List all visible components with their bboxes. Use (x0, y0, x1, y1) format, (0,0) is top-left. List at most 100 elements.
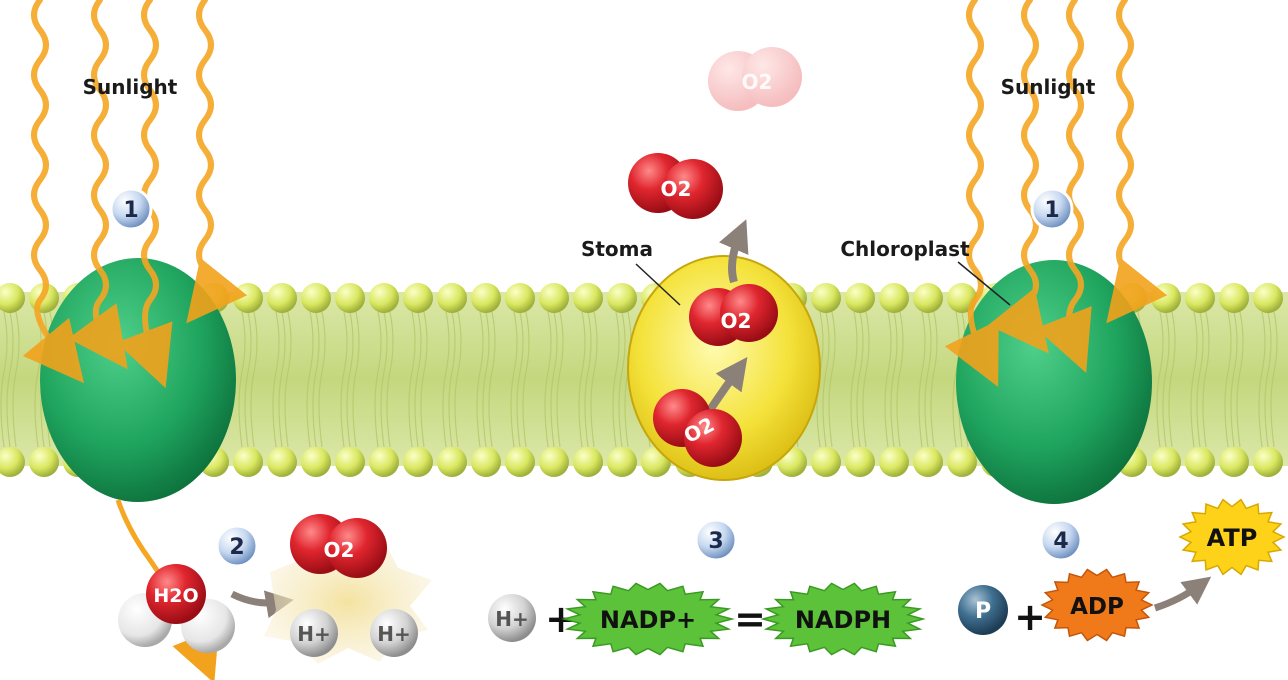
lipid-tail (544, 311, 552, 448)
lipid-head (1219, 283, 1249, 313)
lipid-head (267, 283, 297, 313)
svg-text:2: 2 (229, 535, 244, 560)
lipid-head (301, 283, 331, 313)
lipid-head (539, 447, 569, 477)
svg-text:NADP+: NADP+ (600, 606, 696, 634)
svg-text:3: 3 (708, 529, 723, 554)
adp-burst: ADP (1040, 568, 1154, 642)
lipid-head (437, 447, 467, 477)
lipid-tail (238, 311, 246, 448)
lipid-tail (346, 311, 354, 448)
lipid-tail (488, 311, 496, 448)
lipid-tail (930, 311, 938, 448)
svg-text:O2: O2 (742, 70, 773, 94)
lipid-head (403, 283, 433, 313)
stoma-exit-arrow (718, 219, 749, 284)
lipid-head (811, 283, 841, 313)
lipid-tail (822, 311, 830, 448)
svg-text:1: 1 (123, 198, 138, 223)
lipid-tail (884, 311, 892, 448)
svg-text:O2: O2 (721, 309, 752, 333)
lipid-tail (244, 311, 252, 448)
lipid-head (471, 447, 501, 477)
stoma-label: Stoma (581, 237, 653, 261)
sunlight-label-left: Sunlight (83, 75, 178, 99)
lipid-head (879, 283, 909, 313)
o2-molecule-split: O2 (290, 514, 387, 578)
lipid-head (1219, 447, 1249, 477)
lipid-tail (1230, 311, 1238, 448)
hydrogen-ion-right: H+ (370, 609, 418, 657)
lipid-head (573, 283, 603, 313)
lipid-tail (856, 311, 864, 448)
step-badge-4: 4 (1039, 518, 1083, 562)
svg-text:H+: H+ (297, 622, 331, 646)
svg-text:4: 4 (1053, 529, 1068, 554)
lipid-head (471, 283, 501, 313)
hydrogen-ion-equation: H+ (488, 594, 536, 642)
lipid-tail (1168, 311, 1176, 448)
lipid-tail (476, 311, 484, 448)
lipid-head (811, 447, 841, 477)
lipid-tail (550, 311, 558, 448)
lipid-tail (386, 311, 394, 448)
svg-text:O2: O2 (324, 538, 355, 562)
lipid-head (607, 283, 637, 313)
lipid-head (573, 447, 603, 477)
lipid-tail (442, 311, 450, 448)
stoma-rise-arrow (706, 357, 748, 413)
lipid-head (1151, 447, 1181, 477)
chloroplast-right (956, 260, 1152, 504)
lipid-tail (1190, 311, 1198, 448)
lipid-tail (312, 311, 320, 448)
lipid-tail (454, 311, 462, 448)
lipid-tail (918, 311, 926, 448)
lipid-head (0, 447, 25, 477)
lipid-tail (850, 311, 858, 448)
hydrogen-ion-left: H+ (290, 609, 338, 657)
lipid-head (1151, 283, 1181, 313)
lipid-head (233, 283, 263, 313)
svg-text:H+: H+ (377, 622, 411, 646)
lipid-head (1185, 447, 1215, 477)
lipid-tail (510, 311, 518, 448)
stoma-leader-line (635, 263, 681, 306)
sunlight-label-right: Sunlight (1001, 75, 1096, 99)
lipid-tail (306, 311, 314, 448)
lipid-tail (352, 311, 360, 448)
step-badge-3: 3 (694, 518, 738, 562)
lipid-tail (340, 311, 348, 448)
lipid-tail (250, 311, 258, 448)
nadph-burst: NADPH (760, 582, 926, 656)
lipid-tail (1196, 311, 1204, 448)
svg-text:ADP: ADP (1070, 594, 1124, 620)
lipid-tail (6, 311, 14, 448)
lipid-tail (1156, 311, 1164, 448)
lipid-head (947, 447, 977, 477)
lipid-head (267, 447, 297, 477)
lipid-tail (284, 311, 292, 448)
lipid-tail (590, 311, 598, 448)
lipid-tail (578, 311, 586, 448)
lipid-tail (896, 311, 904, 448)
lipid-head (879, 447, 909, 477)
lipid-head (913, 447, 943, 477)
step-badge-1-right: 1 (1030, 187, 1074, 231)
lipid-tail (374, 311, 382, 448)
lipid-tail (522, 311, 530, 448)
lipid-head (335, 447, 365, 477)
lipid-tail (890, 311, 898, 448)
o2-molecule-faded: O2 (708, 47, 802, 111)
lipid-tail (1264, 311, 1272, 448)
lipid-head (845, 447, 875, 477)
lipid-head (505, 447, 535, 477)
lipid-tail (924, 311, 932, 448)
adp-to-atp-arrow (1153, 576, 1212, 612)
lipid-tail (1270, 311, 1278, 448)
svg-text:H2O: H2O (153, 585, 198, 607)
chloroplast-label: Chloroplast (840, 237, 970, 261)
water-split-arrow (230, 590, 294, 619)
lipid-head (1185, 283, 1215, 313)
lipid-tail (516, 311, 524, 448)
